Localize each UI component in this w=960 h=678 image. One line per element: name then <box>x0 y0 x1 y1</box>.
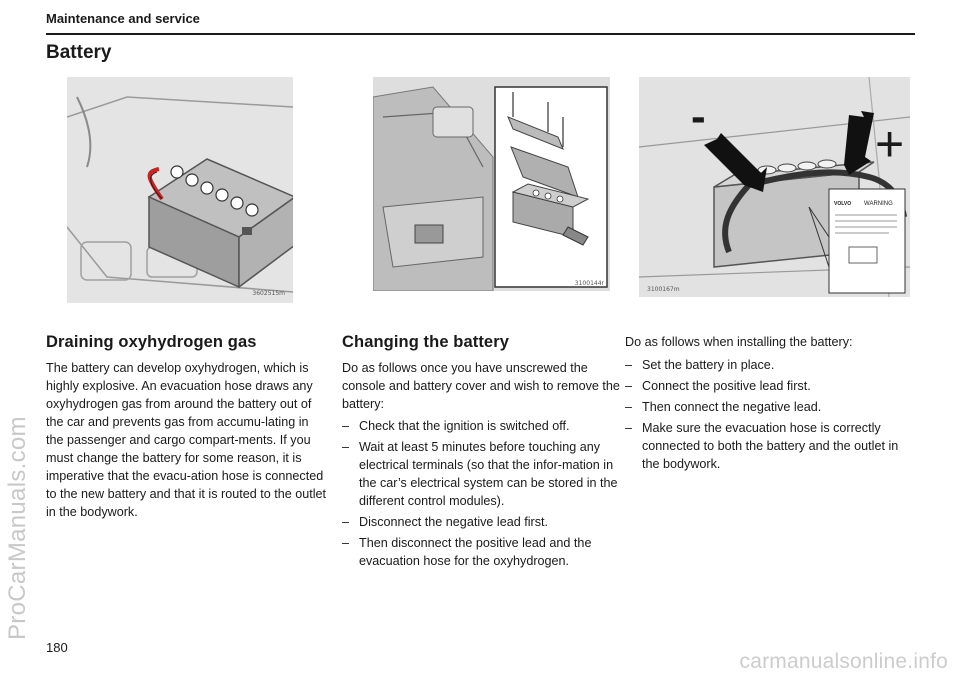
section-header: Maintenance and service <box>46 11 200 26</box>
list-dash: – <box>342 440 350 454</box>
figure-code: 3100167m <box>647 286 680 293</box>
list-item: –Set the battery in place. <box>625 356 907 374</box>
installing-intro: Do as follows when installing the batter… <box>625 335 853 349</box>
list-dash: – <box>625 400 633 414</box>
list-item: –Then connect the negative lead. <box>625 398 907 416</box>
figure-battery-compartment: 3602515m <box>67 77 293 303</box>
list-dash: – <box>625 358 633 372</box>
figure-battery-terminals: - + VOLVO WARNING 3100167m <box>639 77 910 297</box>
negative-terminal-sign: - <box>691 92 706 141</box>
changing-intro: Do as follows once you have unscrewed th… <box>342 361 620 411</box>
watermark-bottom: carmanualsonline.info <box>739 650 948 673</box>
battery-removal-illustration <box>373 77 610 291</box>
list-item-text: Connect the positive lead first. <box>642 379 811 393</box>
figure-battery-removal: 3100144r <box>373 77 610 291</box>
list-item-text: Disconnect the negative lead first. <box>359 515 549 529</box>
label-brand: VOLVO <box>834 201 852 207</box>
list-dash: – <box>625 421 633 435</box>
list-item: –Disconnect the negative lead first. <box>342 513 624 531</box>
page-number: 180 <box>46 640 68 655</box>
figure-code: 3100144r <box>574 280 604 287</box>
battery-terminals-illustration <box>639 77 910 297</box>
changing-steps: –Check that the ignition is switched off… <box>342 417 624 570</box>
list-item: –Wait at least 5 minutes before touching… <box>342 438 624 510</box>
label-warning: WARNING <box>864 201 893 207</box>
list-item-text: Then connect the negative lead. <box>642 400 822 414</box>
list-item-text: Then disconnect the positive lead and th… <box>359 536 592 568</box>
list-item-text: Set the battery in place. <box>642 358 775 372</box>
figure-code: 3602515m <box>252 290 285 297</box>
list-dash: – <box>342 536 350 550</box>
page-title: Battery <box>46 42 112 63</box>
positive-terminal-sign: + <box>875 116 905 172</box>
installing-steps: –Set the battery in place. –Connect the … <box>625 356 907 473</box>
list-item-text: Make sure the evacuation hose is correct… <box>642 421 899 471</box>
heading-changing-battery: Changing the battery <box>342 333 510 351</box>
list-dash: – <box>342 419 350 433</box>
list-dash: – <box>342 515 350 529</box>
list-item: –Then disconnect the positive lead and t… <box>342 534 624 570</box>
column-installing: Do as follows when installing the batter… <box>625 333 907 476</box>
heading-draining-gas: Draining oxyhydrogen gas <box>46 333 257 351</box>
battery-compartment-illustration <box>67 77 293 303</box>
draining-body: The battery can develop oxyhydrogen, whi… <box>46 361 327 519</box>
list-item: –Connect the positive lead first. <box>625 377 907 395</box>
list-item: –Check that the ignition is switched off… <box>342 417 624 435</box>
watermark-side: ProCarManuals.com <box>4 416 31 640</box>
header-divider <box>46 33 915 35</box>
column-draining: Draining oxyhydrogen gas The battery can… <box>46 333 328 525</box>
list-item-text: Check that the ignition is switched off. <box>359 419 570 433</box>
column-changing: Changing the battery Do as follows once … <box>342 333 624 573</box>
list-dash: – <box>625 379 633 393</box>
list-item: –Make sure the evacuation hose is correc… <box>625 419 907 473</box>
list-item-text: Wait at least 5 minutes before touching … <box>359 440 618 508</box>
